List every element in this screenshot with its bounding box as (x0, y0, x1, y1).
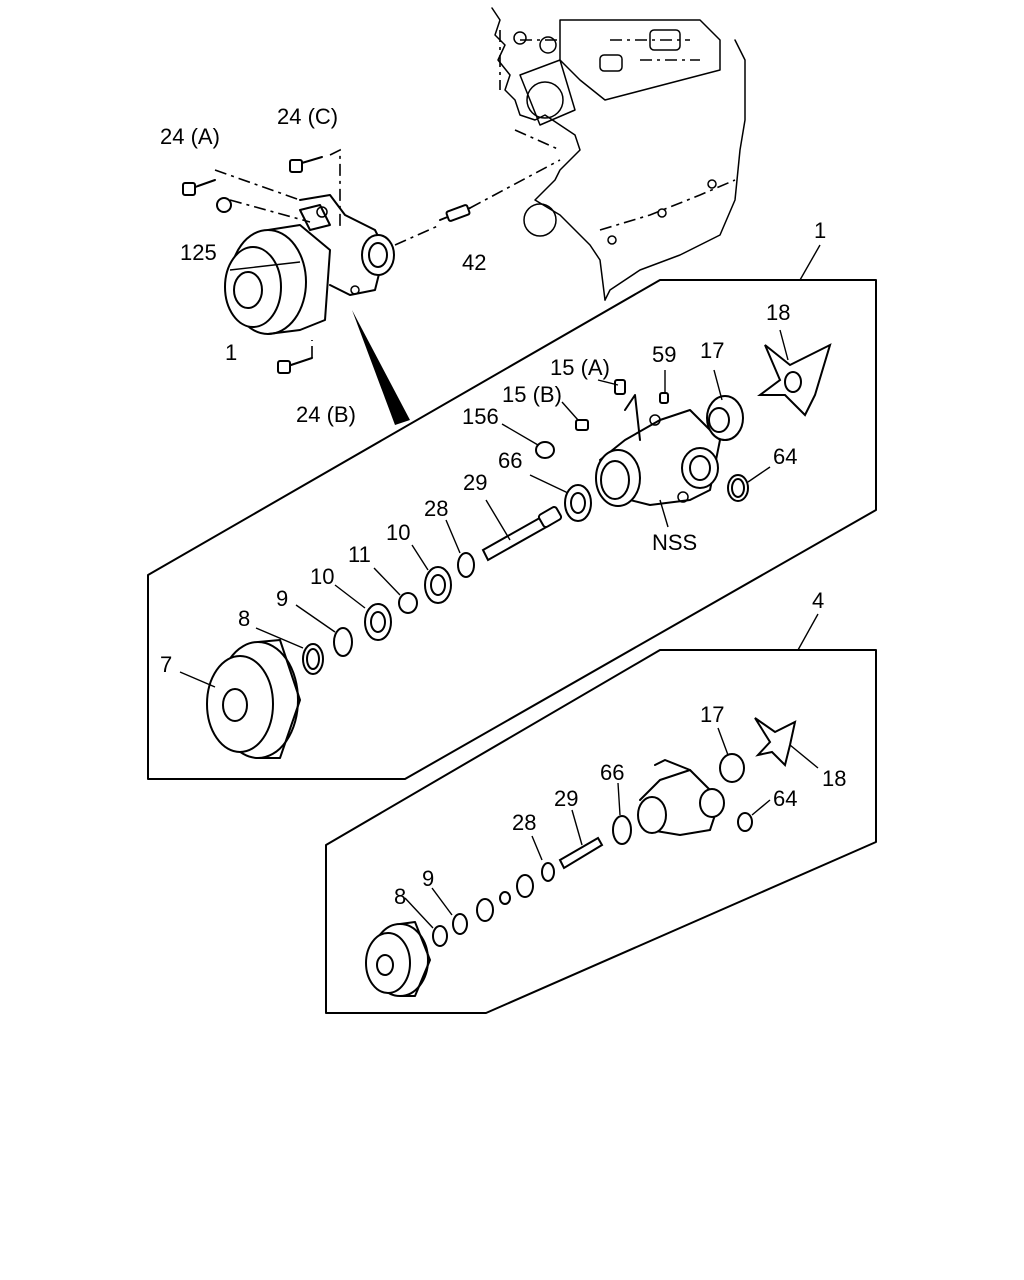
callout-66-b: 66 (600, 760, 624, 785)
callout-8-a: 8 (238, 606, 250, 631)
callout-18-b: 18 (822, 766, 846, 791)
detail-frame-1 (147, 279, 877, 780)
callout-66-a: 66 (498, 448, 522, 473)
callout-64-a: 64 (773, 444, 797, 469)
callout-156: 156 (462, 404, 499, 429)
callout-9-a: 9 (276, 586, 288, 611)
callout-15b: 15 (B) (502, 382, 562, 407)
engine-block (491, 7, 746, 301)
callout-125: 125 (180, 240, 217, 265)
detail-frame-4 (325, 649, 877, 1014)
callout-24b: 24 (B) (296, 402, 356, 427)
callout-1-top: 1 (814, 218, 826, 243)
callout-59: 59 (652, 342, 676, 367)
callout-17-a: 17 (700, 338, 724, 363)
callout-64-b: 64 (773, 786, 797, 811)
callout-42: 42 (462, 250, 486, 275)
detail-pointer-arrow (352, 310, 410, 425)
exploded-parts-4 (365, 717, 797, 997)
callout-10-a: 10 (386, 520, 410, 545)
callout-11: 11 (348, 542, 371, 567)
callout-29-b: 29 (554, 786, 578, 811)
callout-nss: NSS (652, 530, 697, 555)
callout-18-a: 18 (766, 300, 790, 325)
exploded-parts-1 (206, 343, 832, 759)
callout-labels: 24 (A) 24 (C) 125 42 1 1 24 (B) 18 59 15… (160, 104, 846, 909)
callout-24c: 24 (C) (277, 104, 338, 129)
callout-4: 4 (812, 588, 824, 613)
callout-7: 7 (160, 652, 172, 677)
callout-28-b: 28 (512, 810, 536, 835)
callout-15a: 15 (A) (550, 355, 610, 380)
callout-28-a: 28 (424, 496, 448, 521)
callout-1-left: 1 (225, 340, 237, 365)
callout-8-b: 8 (394, 884, 406, 909)
leaders-1 (179, 329, 789, 688)
callout-24a: 24 (A) (160, 124, 220, 149)
water-pump-assembly-top (182, 148, 561, 425)
leaders-4 (404, 727, 819, 929)
callout-10-b: 10 (310, 564, 334, 589)
callout-29-a: 29 (463, 470, 487, 495)
callout-17-b: 17 (700, 702, 724, 727)
callout-9-b: 9 (422, 866, 434, 891)
